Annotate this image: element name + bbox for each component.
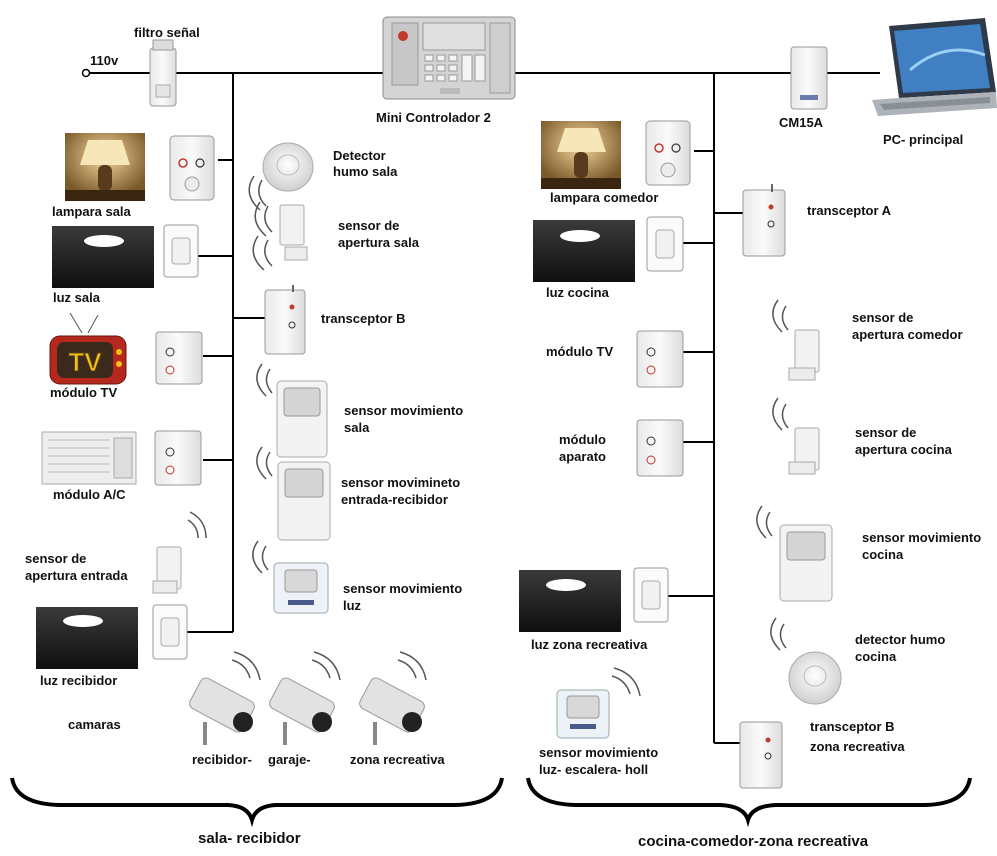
camara-zona-recreativa	[359, 677, 425, 745]
detector-humo-sala-device	[262, 142, 314, 192]
cm15a-label: CM15A	[779, 115, 824, 130]
cm15a-device	[790, 46, 828, 110]
brace-sala-recibidor	[10, 777, 504, 828]
transceptor-b-device	[264, 285, 306, 355]
luz-recibidor-photo	[36, 607, 138, 669]
luz-cocina-photo	[533, 220, 635, 282]
sensor-movimiento-sala-device	[276, 380, 328, 458]
mini-controlador-device	[382, 16, 516, 100]
sensor-movimiento-luz-label-1: sensor movimiento	[343, 581, 463, 596]
group-cocina-comedor-label: cocina-comedor-zona recreativa	[638, 833, 869, 850]
modulo-aparato-device	[636, 419, 684, 477]
sensor-movimiento-sala-label-1: sensor movimiento	[344, 403, 464, 418]
sensor-movimiento-entrada-label-1: sensor movimineto	[341, 475, 461, 490]
sensor-apertura-sala-label-1: sensor de	[338, 218, 400, 233]
transceptor-b-label: transceptor B	[321, 311, 406, 326]
detector-humo-sala-label-2: humo sala	[333, 164, 398, 179]
sensor-apertura-entrada-label-1: sensor de	[25, 551, 87, 566]
camara-2-label: garaje-	[268, 752, 311, 767]
luz-zona-recreativa-photo	[519, 570, 621, 632]
detector-humo-cocina-label-1: detector humo	[855, 632, 946, 647]
sensor-movimiento-cocina-label-2: cocina	[862, 547, 904, 562]
sensor-movimiento-escalera-label-2: luz- escalera- holl	[539, 762, 649, 777]
wireless-signal-icons	[187, 175, 789, 697]
camara-garaje	[269, 677, 335, 745]
sensor-movimiento-cocina-label-1: sensor movimiento	[862, 530, 982, 545]
sensor-apertura-entrada-device	[152, 546, 182, 594]
modulo-tv-sala	[155, 331, 203, 385]
sensor-apertura-cocina-label-2: apertura cocina	[855, 442, 952, 457]
sensor-apertura-comedor-label-1: sensor de	[852, 310, 914, 325]
detector-humo-cocina-label-2: cocina	[855, 649, 897, 664]
tv-screen-text: TV	[68, 347, 102, 377]
pc-principal-laptop	[872, 18, 997, 116]
aire-acondicionado-image	[41, 431, 137, 485]
luz-sala-photo	[52, 226, 154, 288]
sensor-movimiento-sala-label-2: sala	[344, 420, 370, 435]
modulo-tv-right-label: módulo TV	[546, 344, 614, 359]
sensor-apertura-comedor-label-2: apertura comedor	[852, 327, 963, 342]
sensor-apertura-sala-device	[279, 204, 308, 261]
sensor-movimiento-cocina-device	[779, 524, 833, 602]
luz-zona-recreativa-label: luz zona recreativa	[531, 637, 648, 652]
camara-recibidor	[189, 677, 255, 745]
sensor-movimiento-luz-device	[273, 562, 329, 614]
sensor-movimiento-escalera-label-1: sensor movimiento	[539, 745, 659, 760]
modulo-aparato-label-2: aparato	[559, 449, 606, 464]
modulo-luz-cocina	[646, 216, 684, 272]
pc-label: PC- principal	[883, 132, 964, 147]
controller-label: Mini Controlador 2	[376, 110, 491, 125]
detector-humo-sala-label-1: Detector	[333, 148, 386, 163]
sensor-movimiento-entrada-device	[277, 461, 331, 541]
modulo-tv-right	[636, 330, 684, 388]
group-sala-recibidor-label: sala- recibidor	[198, 830, 301, 847]
modulo-ac	[154, 430, 202, 486]
sensor-movimiento-escalera-device	[556, 689, 610, 739]
sensor-apertura-cocina-device	[788, 427, 820, 475]
camara-1-label: recibidor-	[192, 752, 252, 767]
camara-3-label: zona recreativa	[350, 752, 445, 767]
filtro-senal-device	[149, 39, 177, 107]
modulo-aparato-label-1: módulo	[559, 432, 606, 447]
power-label: 110v	[90, 53, 119, 68]
modulo-luz-recibidor	[152, 604, 188, 660]
sensor-apertura-entrada-label-2: apertura entrada	[25, 568, 128, 583]
transceptor-b-zona-label-1: transceptor B	[810, 719, 895, 734]
sensor-apertura-comedor-device	[788, 329, 820, 381]
transceptor-a-label: transceptor A	[807, 203, 892, 218]
transceptor-b-zona-label-2: zona recreativa	[810, 739, 905, 754]
luz-recibidor-label: luz recibidor	[40, 673, 118, 688]
power-input-terminal	[81, 68, 91, 78]
lampara-comedor-label: lampara comedor	[550, 190, 659, 205]
transceptor-b-zona-recreativa-device	[739, 721, 783, 789]
brace-cocina-comedor	[526, 777, 972, 828]
sensor-movimiento-luz-label-2: luz	[343, 598, 362, 613]
modulo-ac-label: módulo A/C	[53, 487, 126, 502]
sensor-apertura-sala-label-2: apertura sala	[338, 235, 419, 250]
luz-sala-label: luz sala	[53, 290, 100, 305]
sensor-movimiento-entrada-label-2: entrada-recibidor	[341, 492, 448, 507]
lampara-comedor-photo	[541, 121, 621, 189]
sensor-apertura-cocina-label-1: sensor de	[855, 425, 917, 440]
modulo-lampara-comedor	[645, 120, 691, 186]
modulo-tv-sala-label: módulo TV	[50, 385, 118, 400]
modulo-luz-zona-recreativa	[633, 567, 669, 623]
tv-image	[49, 312, 127, 385]
filtro-senal-label: filtro señal	[134, 25, 200, 40]
luz-cocina-label: luz cocina	[546, 285, 609, 300]
lampara-sala-label: lampara sala	[52, 204, 131, 219]
detector-humo-cocina-device	[788, 651, 842, 705]
transceptor-a-device	[742, 184, 786, 257]
lampara-sala-photo	[65, 133, 145, 201]
camaras-label: camaras	[68, 717, 121, 732]
modulo-luz-sala	[163, 224, 199, 278]
modulo-lampara-sala	[169, 135, 215, 201]
